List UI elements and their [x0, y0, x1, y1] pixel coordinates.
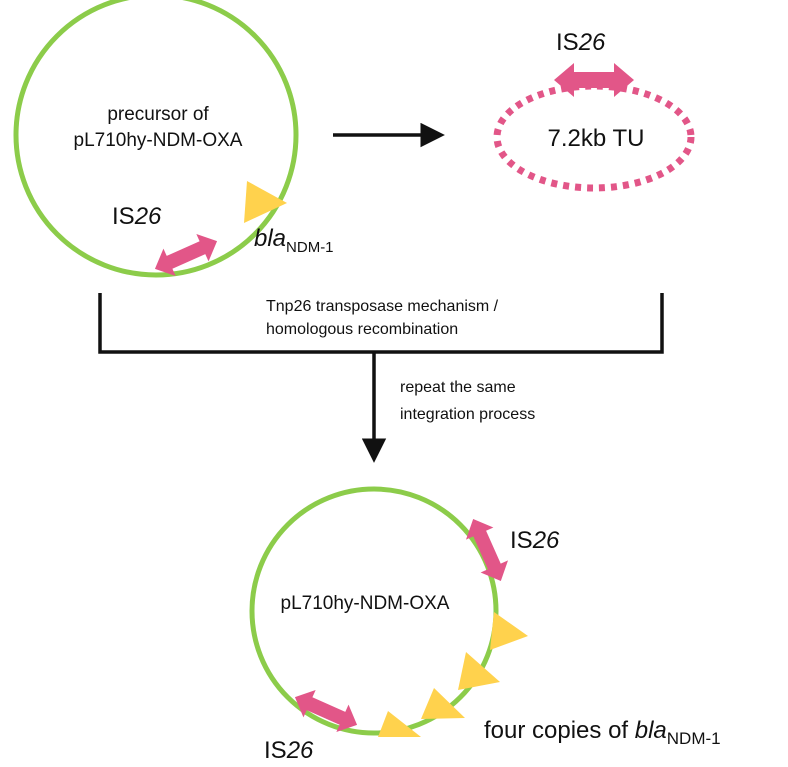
bla-copy-3-triangle-icon [421, 688, 465, 719]
final-plasmid-label: pL710hy-NDM-OXA [281, 593, 450, 614]
mechanism-label-line1: Tnp26 transposase mechanism / [266, 298, 499, 315]
tu-is26-double-arrow-icon [554, 63, 634, 97]
repeat-label-line1: repeat the same [400, 379, 516, 396]
final-is26-bottom-label: IS26 [264, 737, 314, 764]
tu-dotted-ring [493, 82, 695, 192]
bla-copy-4-triangle-icon [378, 711, 421, 737]
tu-size-label: 7.2kb TU [548, 125, 645, 152]
precursor-plasmid: precursor of pL710hy-NDM-OXA IS26 blaNDM… [13, 0, 334, 278]
precursor-plasmid-ring [13, 0, 299, 278]
bla-copy-2-triangle-icon [458, 652, 500, 690]
bla-ndm1-triangle-icon [244, 181, 287, 223]
four-copies-label: four copies of blaNDM-1 [484, 717, 721, 748]
is26-double-arrow-icon [154, 233, 218, 277]
final-is26-top-label: IS26 [510, 527, 560, 554]
precursor-label-line2: pL710hy-NDM-OXA [74, 130, 243, 151]
precursor-bla-label: blaNDM-1 [254, 225, 334, 256]
final-plasmid: pL710hy-NDM-OXA IS26 IS26 four copies of… [249, 486, 721, 764]
repeat-label-line2: integration process [400, 406, 535, 423]
final-is26-bottom-double-arrow-icon [294, 689, 358, 733]
precursor-label-line1: precursor of [107, 104, 209, 125]
translocatable-unit: IS26 7.2kb TU [493, 29, 695, 192]
final-is26-top-double-arrow-icon [465, 518, 509, 582]
tu-is26-label: IS26 [556, 29, 606, 56]
merge-bracket [98, 293, 664, 354]
mechanism-label-line2: homologous recombination [266, 321, 458, 338]
precursor-is26-label: IS26 [112, 203, 162, 230]
bla-copy-1-triangle-icon [490, 612, 528, 650]
final-plasmid-ring [249, 486, 499, 736]
